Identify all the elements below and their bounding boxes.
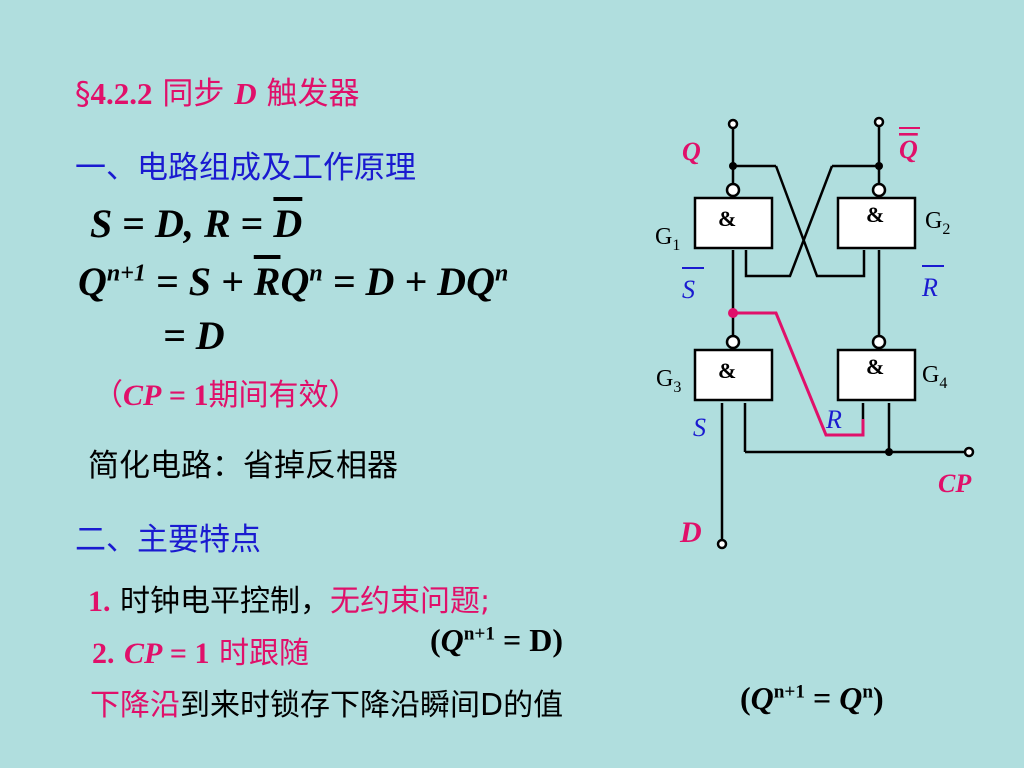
gate-g3-and: &: [718, 358, 736, 383]
g3-label-sub: 3: [673, 379, 681, 396]
cp-note-text: 期间有效）: [208, 378, 359, 413]
eq1-r: R: [203, 201, 231, 246]
g2-label: G2: [925, 208, 950, 238]
point-2-text: 时跟随: [219, 636, 310, 671]
point-3: 下降沿到来时锁存下降沿瞬间D的值: [90, 680, 563, 724]
heading-1: 一、电路组成及工作原理: [75, 150, 416, 186]
point-2-val: = 1: [162, 637, 210, 670]
q-label: Q: [682, 137, 701, 166]
p2f-sup: n+1: [463, 623, 495, 645]
point-3-text: 到来时锁存下降沿瞬间D的值: [180, 688, 564, 723]
point-1-text: 时钟电平控制，: [120, 584, 331, 619]
equation-3: = D: [163, 313, 225, 358]
s-label: S: [693, 413, 706, 442]
section-text-b: 触发器: [266, 76, 360, 112]
eq2-rest2: = D + DQ: [332, 259, 495, 304]
p3f-close: ): [872, 680, 884, 716]
eq2-sup3: n: [494, 260, 509, 287]
p3f-eq: =: [812, 680, 832, 716]
gate-g1-and: &: [718, 206, 736, 231]
equation-1: S = D, R = D: [90, 200, 302, 247]
eq2-rbar: R: [253, 259, 281, 304]
cp-note-open: （: [93, 378, 123, 413]
d-label: D: [679, 516, 702, 549]
point-1: 1. 时钟电平控制，无约束问题;: [88, 576, 490, 620]
section-title: §4.2.2 同步 D 触发器: [75, 68, 359, 113]
section-var: D: [234, 76, 257, 111]
p3f-sup2: n: [862, 681, 873, 703]
point-2: 2. CP = 1 时跟随: [92, 628, 309, 672]
p2f-rest: = D): [502, 622, 563, 658]
p3f-q2: Q: [839, 680, 863, 716]
equation-2: Qn+1 = S + RQn = D + DQn: [78, 258, 508, 305]
g2-label-g: G: [925, 208, 942, 234]
sbar-label: S: [682, 275, 695, 304]
p2f-open: (: [430, 622, 441, 658]
eq1-eq: =: [122, 201, 146, 246]
point-1-num: 1.: [88, 585, 111, 618]
g4-label-g: G: [922, 362, 939, 388]
point-2-cp: CP: [124, 637, 163, 670]
p3f-q: Q: [750, 680, 774, 716]
point-2-formula: (Qn+1 = D): [430, 622, 563, 659]
g4-label-sub: 4: [939, 375, 947, 392]
eq1-d: D,: [155, 201, 194, 246]
eq2-sup: n+1: [106, 260, 146, 287]
eq1-dbar: D: [273, 201, 303, 246]
g1-label-sub: 1: [672, 237, 680, 254]
simplified-note: 简化电路：省掉反相器: [88, 448, 398, 484]
g1-label-g: G: [655, 224, 672, 250]
p3f-sup: n+1: [773, 681, 805, 703]
g1-label: G1: [655, 224, 680, 254]
eq1-eq2: =: [240, 201, 264, 246]
g3-label: G3: [656, 366, 681, 396]
p3f-open: (: [740, 680, 751, 716]
section-number: 4.2.2: [90, 76, 153, 111]
g3-label-g: G: [656, 366, 673, 392]
eq2-q: Q: [78, 259, 107, 304]
point-2-num: 2.: [92, 637, 115, 670]
rbar-label: R: [921, 273, 938, 302]
g2-label-sub: 2: [942, 221, 950, 238]
eq1-s: S: [90, 201, 113, 246]
p2f-q: Q: [440, 622, 464, 658]
gate-g2-and: &: [866, 202, 884, 227]
section-text-a: 同步: [162, 76, 225, 112]
eq2-sup2: n: [309, 260, 323, 287]
point-3-pink: 下降沿: [90, 688, 180, 723]
cp-label: CP: [938, 469, 972, 498]
qbar-label: Q: [899, 135, 918, 164]
g4-label: G4: [922, 362, 947, 392]
cp-note-cp: CP: [123, 379, 162, 412]
gate-g4-and: &: [866, 354, 884, 379]
point-3-formula: (Qn+1 = Qn): [740, 680, 884, 717]
eq2-q2: Q: [280, 259, 310, 304]
heading-2: 二、主要特点: [75, 522, 261, 558]
cp-note: （CP = 1期间有效）: [93, 370, 358, 414]
eq2-rest1: = S +: [155, 259, 244, 304]
r-label: R: [825, 405, 842, 434]
cp-note-val: = 1: [161, 379, 209, 412]
section-symbol: §: [75, 76, 91, 112]
point-1-pink: 无约束问题;: [330, 584, 491, 619]
